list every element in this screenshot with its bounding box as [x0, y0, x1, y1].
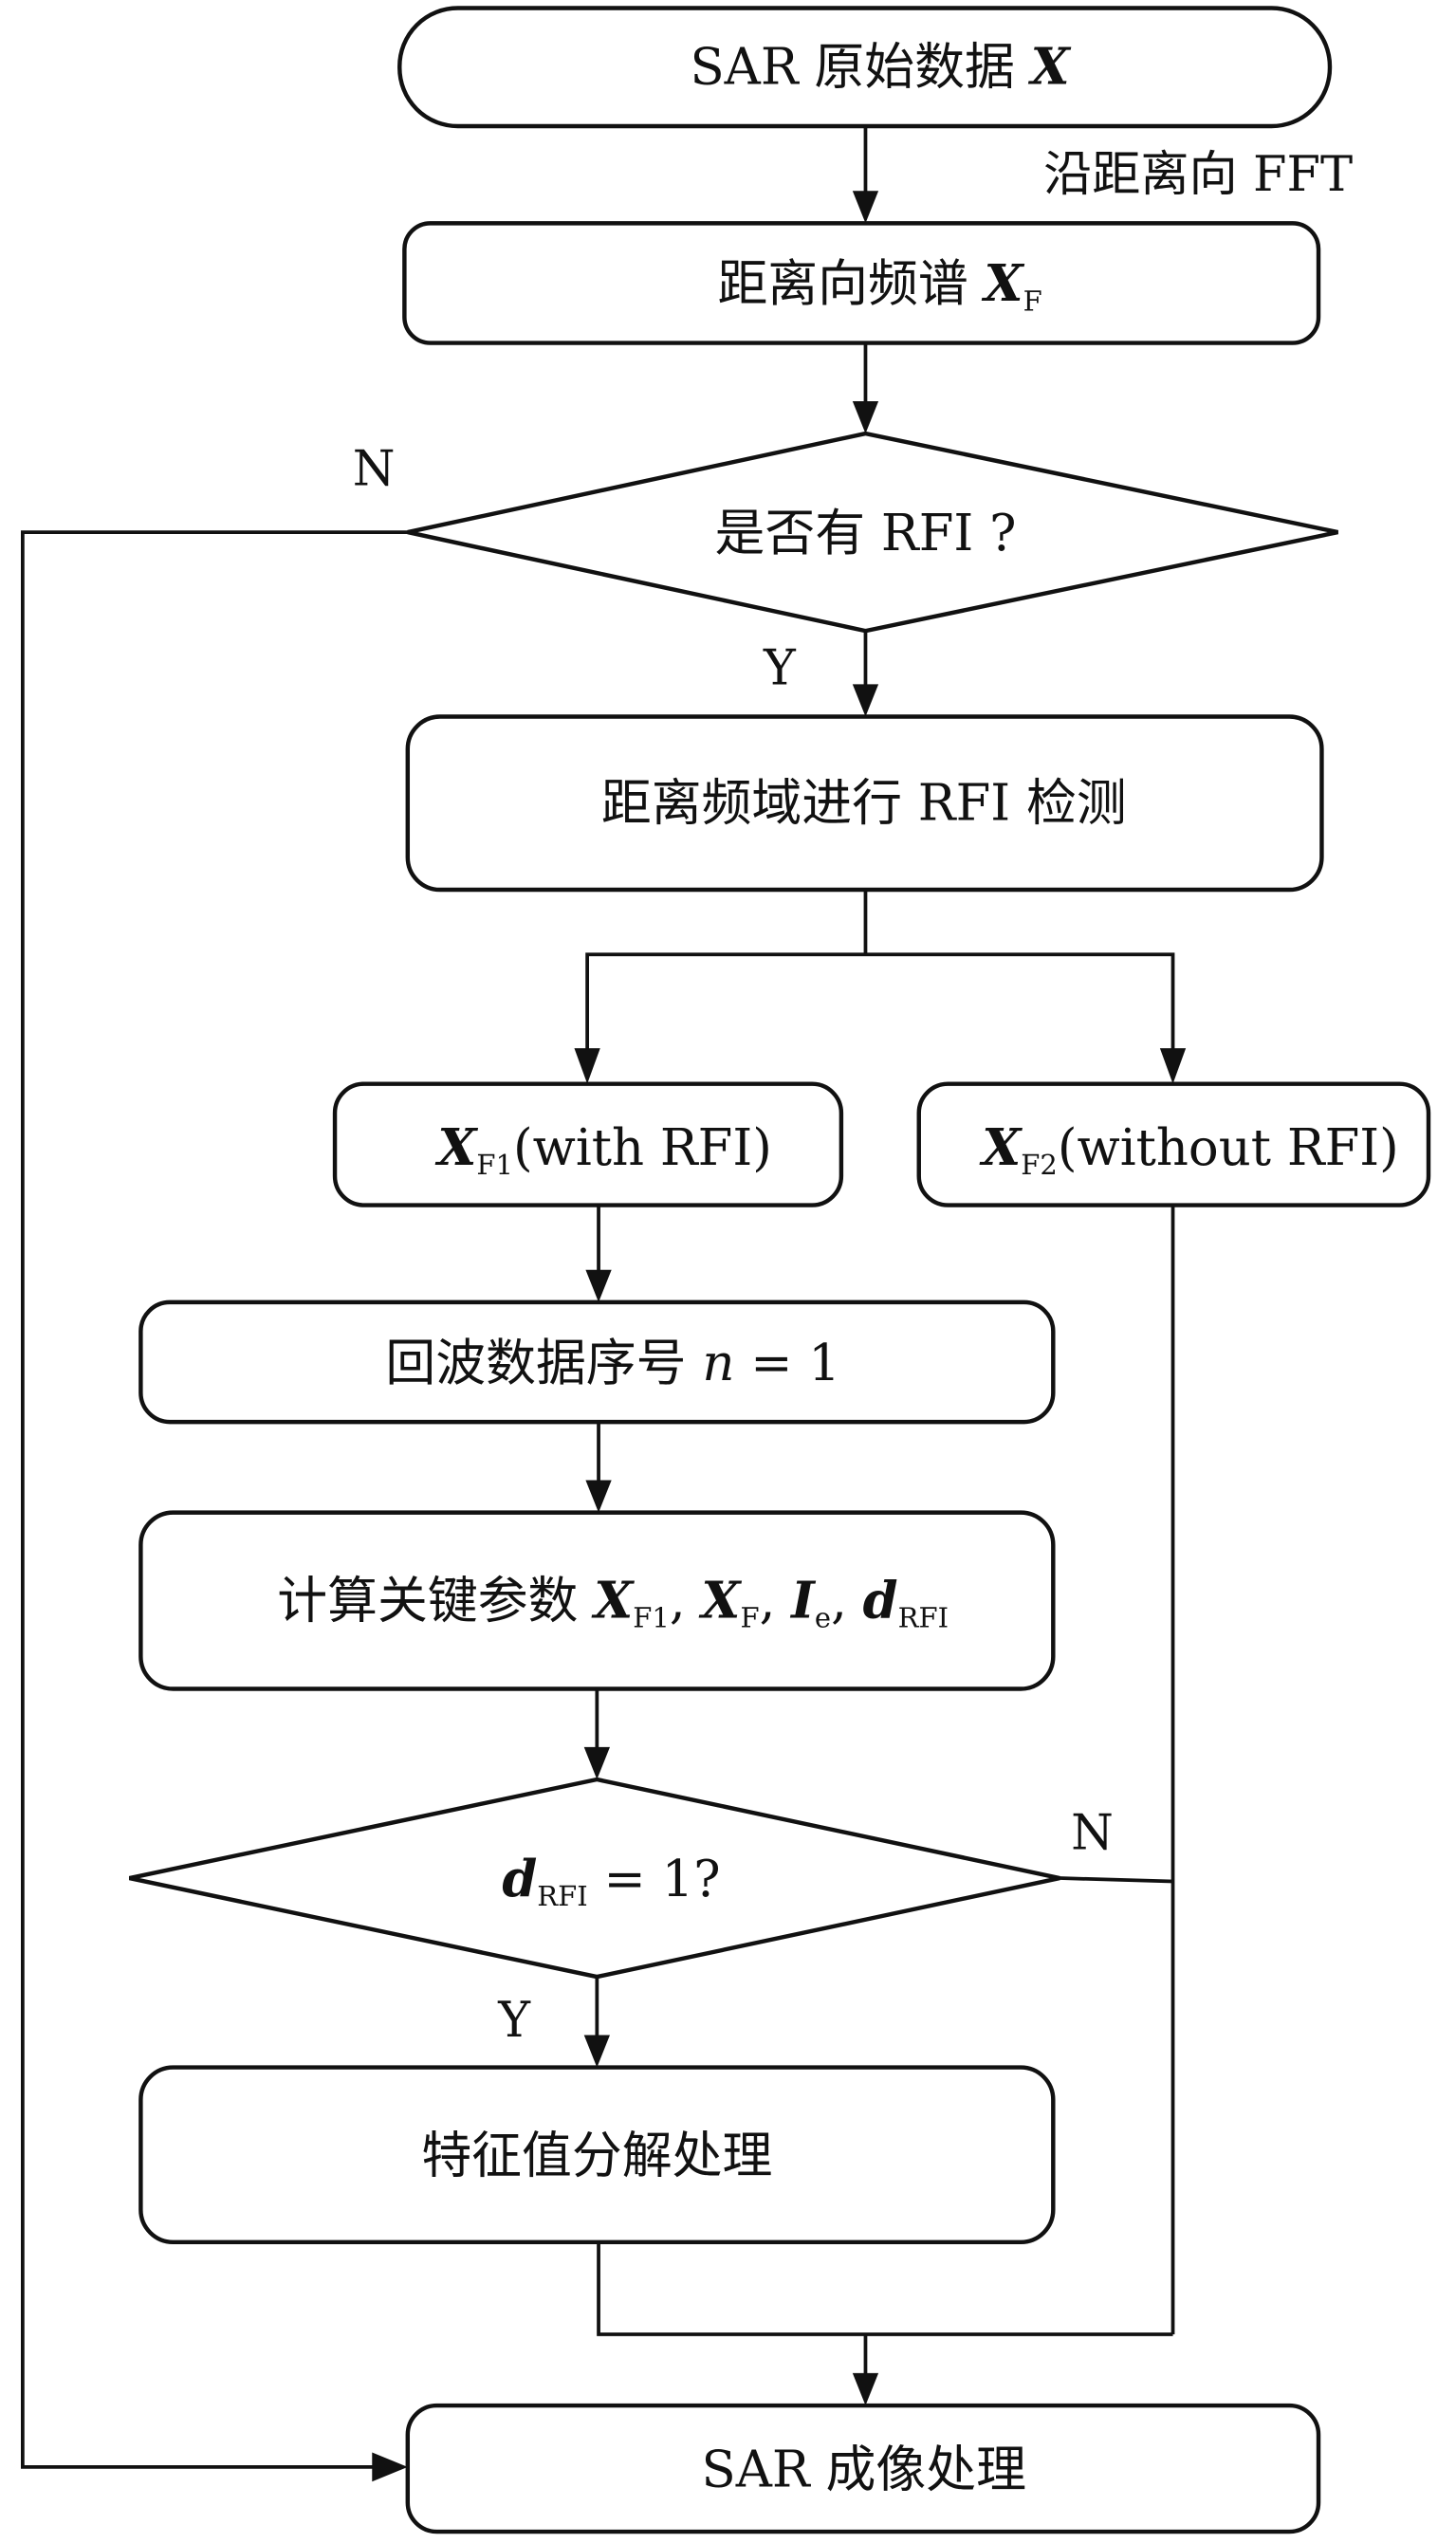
arrowhead	[852, 400, 879, 434]
range-spectrum-sub: F	[1023, 285, 1042, 317]
xf1-shape	[332, 1081, 844, 1207]
node-echo-index: 回波数据序号 n = 1	[138, 1299, 1056, 1425]
param-sub: F1	[633, 1602, 670, 1634]
range-spectrum-label: 距离向频谱 XF	[606, 254, 1122, 322]
param-sub: RFI	[898, 1602, 949, 1634]
node-range-spectrum: 距离向频谱 XF	[402, 221, 1321, 345]
echo-index-var: n	[702, 1335, 734, 1392]
arrowhead	[585, 1269, 612, 1302]
xf1-label: XF1(with RFI)	[326, 1118, 852, 1181]
edge-label-d-yes: Y	[497, 1993, 531, 2049]
arrowhead	[372, 2452, 408, 2482]
node-xf1: XF1(with RFI)	[326, 1081, 852, 1207]
edge-detect-branch	[574, 890, 1187, 1084]
edge-xf1-to-echo	[585, 1205, 612, 1302]
echo-index-label: 回波数据序号 n = 1	[274, 1335, 920, 1392]
edge-params-to-decision	[583, 1688, 610, 1780]
imaging-label: SAR 成像处理	[702, 2441, 1026, 2498]
start-var: X	[1028, 38, 1072, 97]
node-key-params: 计算关键参数 XF1, XF, Ie, dRFI	[138, 1510, 1056, 1691]
start-text: SAR 原始数据	[690, 39, 1030, 97]
arrowhead	[585, 1480, 612, 1513]
xf1-sub: F1	[476, 1149, 513, 1181]
param-sep: ,	[760, 1572, 792, 1630]
node-decision-rfi: 是否有 RFI ?	[407, 431, 1338, 634]
param-var: X	[591, 1571, 635, 1630]
param-var: d	[863, 1571, 898, 1630]
xf2-sub: F2	[1021, 1149, 1058, 1181]
range-spectrum-text: 距离向频谱	[717, 255, 984, 313]
edge-rfi-yes-to-detect	[852, 631, 879, 717]
start-label: SAR 原始数据 X	[579, 38, 1150, 97]
edge-label-fft: 沿距离向 FFT	[1043, 147, 1353, 203]
decision-d-label: dRFI = 1?	[391, 1850, 801, 1912]
arrowhead	[574, 1048, 600, 1084]
xf1-var: X	[434, 1118, 478, 1177]
param-sub: F	[740, 1602, 759, 1634]
eigen-label: 特征值分解处理	[421, 2127, 772, 2184]
node-eigen: 特征值分解处理	[138, 2065, 1056, 2244]
node-decision-d: dRFI = 1?	[128, 1777, 1060, 1980]
imaging-shape	[405, 2403, 1321, 2534]
echo-index-value: = 1	[734, 1335, 840, 1392]
xf2-var: X	[979, 1118, 1023, 1177]
param-var: I	[789, 1571, 817, 1630]
arrowhead	[852, 191, 879, 224]
edge-spectrum-to-decision	[852, 342, 879, 434]
decision-d-text: = 1?	[588, 1851, 721, 1908]
key-params-text: 计算关键参数	[277, 1572, 594, 1630]
arrowhead	[852, 2372, 879, 2406]
arrowhead	[1159, 1048, 1187, 1084]
xf2-label: XF2(without RFI)	[871, 1118, 1456, 1181]
edge-label-rfi-yes: Y	[763, 640, 797, 696]
node-xf2: XF2(without RFI)	[871, 1081, 1456, 1207]
node-imaging: SAR 成像处理	[405, 2403, 1321, 2534]
edge-line	[597, 2241, 1173, 2336]
param-sep: ,	[670, 1572, 702, 1630]
decision-d-sub: RFI	[537, 1880, 587, 1912]
edge-merge-to-imaging	[597, 2241, 1173, 2406]
xf2-text: (without RFI)	[1058, 1119, 1399, 1177]
decision-rfi-label: 是否有 RFI ?	[715, 505, 1017, 562]
edge-line	[21, 530, 408, 2469]
param-sep: ,	[831, 1572, 863, 1630]
edge-rfi-no-to-imaging	[21, 530, 408, 2482]
edge-label-rfi-no: N	[353, 442, 396, 498]
edge-line	[585, 952, 1175, 1052]
edge-label-d-no: N	[1071, 1805, 1114, 1861]
echo-index-text: 回波数据序号	[385, 1335, 702, 1392]
node-start: SAR 原始数据 X	[397, 6, 1333, 129]
node-rfi-detect: 距离频域进行 RFI 检测	[405, 714, 1324, 893]
decision-d-var: d	[502, 1850, 537, 1908]
xf1-text: (with RFI)	[513, 1119, 772, 1177]
range-spectrum-var: X	[982, 254, 1025, 313]
rfi-detect-label: 距离频域进行 RFI 检测	[601, 775, 1127, 833]
edge-start-to-spectrum	[852, 126, 879, 224]
range-spectrum-shape	[402, 221, 1321, 345]
edge-xf2-and-d-no-merge	[1060, 1205, 1175, 2334]
arrowhead	[852, 684, 879, 717]
arrowhead	[583, 1746, 610, 1780]
param-sub: e	[815, 1602, 831, 1634]
key-params-label: 计算关键参数 XF1, XF, Ie, dRFI	[166, 1571, 1028, 1639]
edge-d-yes-to-eigen	[583, 1977, 610, 2068]
param-var: X	[698, 1571, 742, 1630]
arrowhead	[583, 2035, 610, 2068]
edge-line	[1060, 1876, 1173, 1884]
edge-echo-to-params	[585, 1422, 612, 1513]
